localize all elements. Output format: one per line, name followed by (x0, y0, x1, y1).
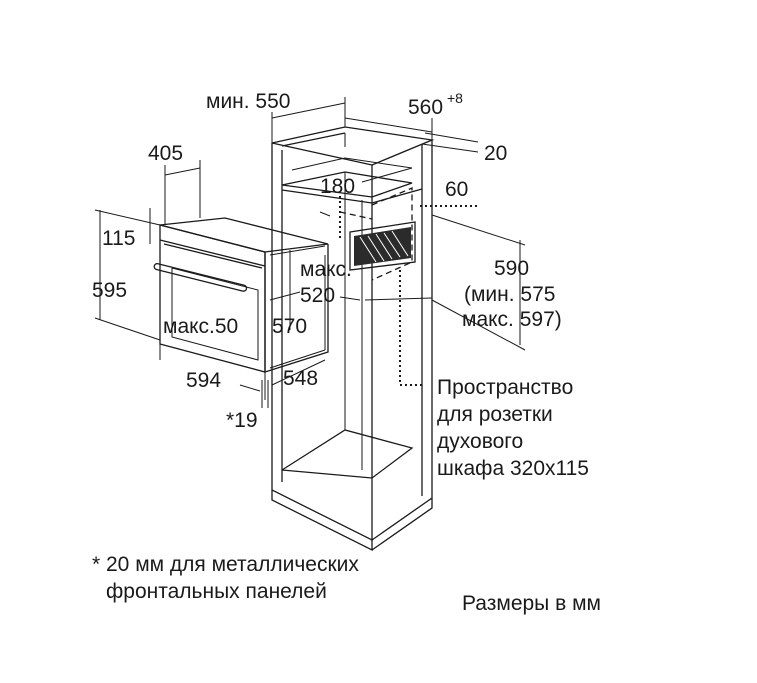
dim-115: 115 (102, 227, 135, 250)
dim-560-tolerance: +8 (447, 90, 463, 106)
socket-note-line-3: духового (437, 430, 523, 453)
dim-60: 60 (445, 178, 468, 201)
socket-note-line-4: шкафа 320x115 (437, 457, 589, 480)
dim-570: 570 (272, 315, 307, 338)
dim-180: 180 (320, 175, 355, 198)
cabinet-drawing (271, 126, 435, 552)
dim-19: *19 (226, 409, 258, 432)
socket-space-note: Пространство для розетки духового шкафа … (437, 376, 589, 480)
oven-handle (153, 262, 248, 292)
dim-590-max: макс. 597) (462, 308, 562, 331)
dim-520: 520 (300, 284, 335, 307)
socket-note-line-2: для розетки (437, 403, 553, 426)
dim-594: 594 (186, 369, 221, 392)
dim-max-50: макс.50 (163, 315, 238, 338)
dim-405: 405 (148, 142, 183, 165)
dim-590: 590 (494, 257, 529, 280)
footnote: * 20 мм для металлических фронтальных па… (92, 553, 359, 603)
footnote-line-2: фронтальных панелей (106, 580, 327, 603)
socket-note-line-1: Пространство (437, 376, 573, 399)
dim-595: 595 (92, 279, 127, 302)
dim-min-550: мин. 550 (206, 90, 290, 113)
dim-20: 20 (484, 142, 507, 165)
dim-max-label: макс. (300, 258, 352, 281)
dimension-lines (94, 97, 526, 408)
dim-590-min: (мин. 575 (464, 283, 555, 306)
footnote-line-1: * 20 мм для металлических (92, 553, 359, 576)
dim-560: 560 (408, 96, 443, 119)
dim-548: 548 (283, 367, 318, 390)
socket-box (349, 221, 416, 271)
units-note: Размеры в мм (462, 592, 601, 615)
